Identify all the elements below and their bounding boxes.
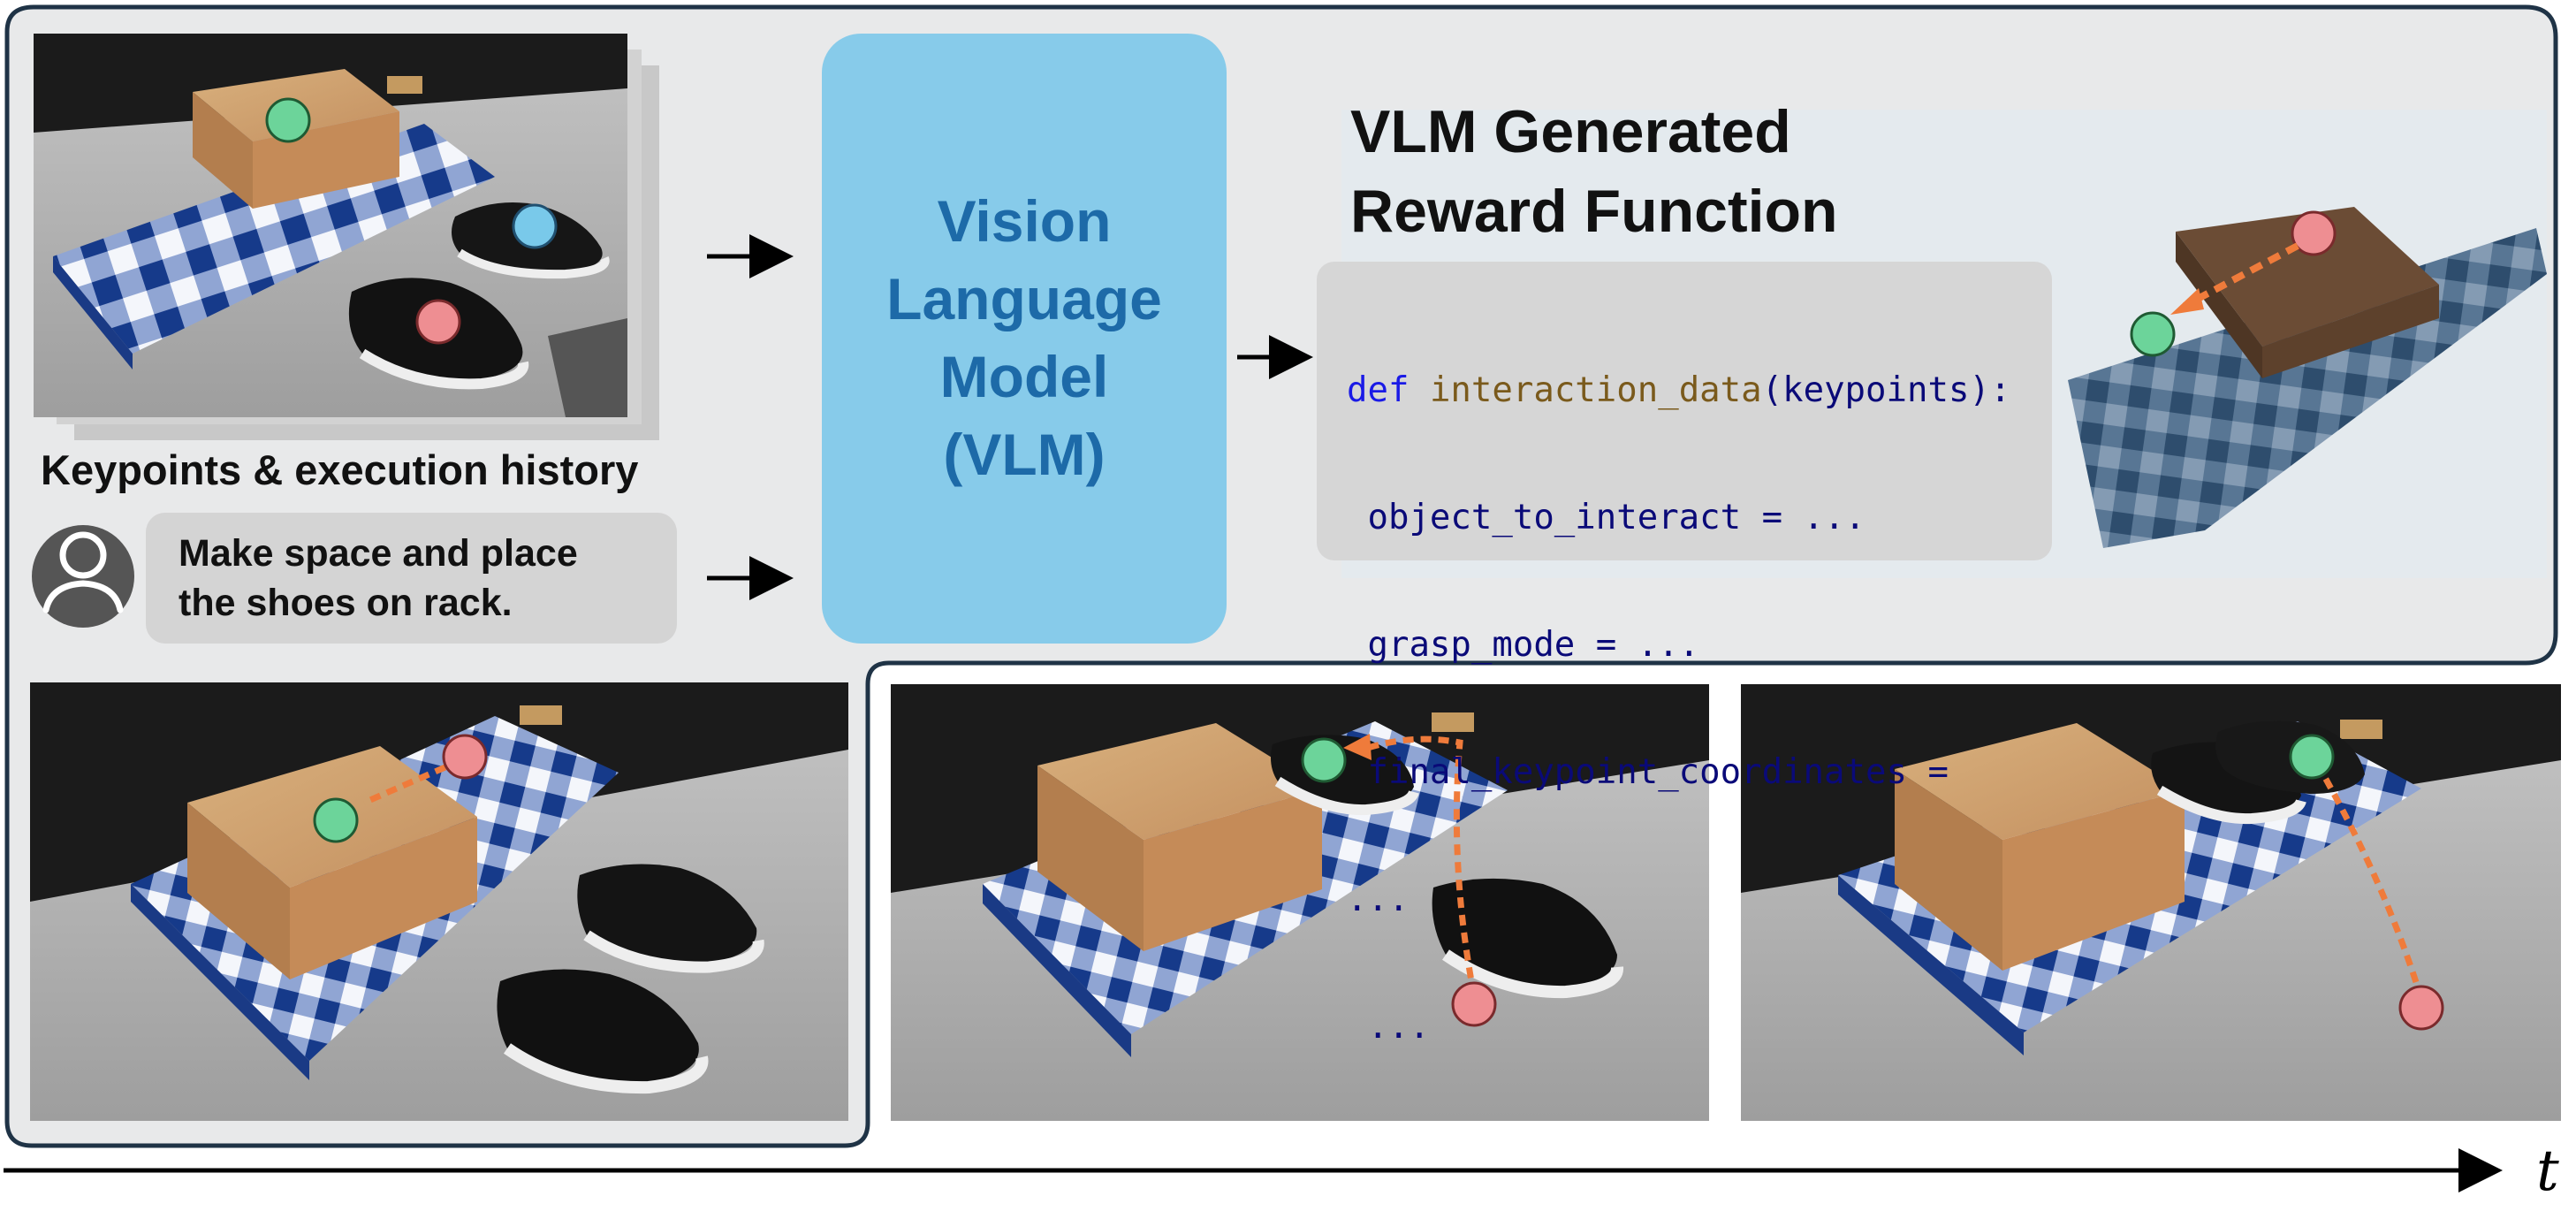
vlm-line-4: (VLM) — [943, 422, 1106, 487]
code-line-3: grasp_mode = ... — [1347, 625, 1700, 665]
instruction-line-1: Make space and place — [179, 532, 578, 575]
keypoint-green — [265, 97, 311, 143]
code-signature: (keypoints): — [1761, 370, 2011, 410]
scene-image-2 — [891, 684, 1709, 1121]
code-keyword: def — [1347, 370, 1410, 410]
user-avatar-icon — [32, 525, 134, 628]
instruction-line-2: the shoes on rack. — [179, 582, 513, 624]
scene-image-3 — [1741, 684, 2561, 1121]
history-caption: Keypoints & execution history — [41, 446, 639, 493]
code-line-4: final_keypoint_coordinates = — [1347, 752, 1949, 792]
instruction-bubble — [146, 513, 677, 644]
vlm-label: Vision Language Model (VLM) — [822, 182, 1227, 493]
code-function-name: interaction_data — [1429, 370, 1762, 410]
keypoint-blue — [512, 203, 558, 249]
reward-title: VLM Generated Reward Function — [1350, 92, 1969, 251]
reward-code: def interaction_data(keypoints): object_… — [1347, 285, 2010, 1091]
instruction-text: Make space and place the shoes on rack. — [179, 529, 673, 628]
vlm-box — [822, 34, 1227, 644]
code-line-5: ... — [1347, 880, 1410, 919]
vlm-line-2: Language — [886, 266, 1162, 331]
history-photo-stack — [34, 34, 659, 440]
code-line-1: def interaction_data(keypoints): — [1347, 370, 2010, 412]
vlm-line-3: Model — [939, 344, 1109, 409]
keypoint-red — [415, 299, 461, 345]
history-photo — [34, 34, 627, 417]
reward-title-line-1: VLM Generated — [1350, 98, 1791, 165]
vlm-line-1: Vision — [937, 188, 1112, 254]
scene-image-1 — [30, 682, 848, 1121]
reward-title-line-2: Reward Function — [1350, 178, 1838, 245]
code-box — [1317, 262, 2052, 560]
code-line-6: ... — [1347, 1007, 1430, 1047]
time-axis-label: t — [2536, 1139, 2559, 1204]
code-line-2: object_to_interact = ... — [1347, 498, 1866, 537]
